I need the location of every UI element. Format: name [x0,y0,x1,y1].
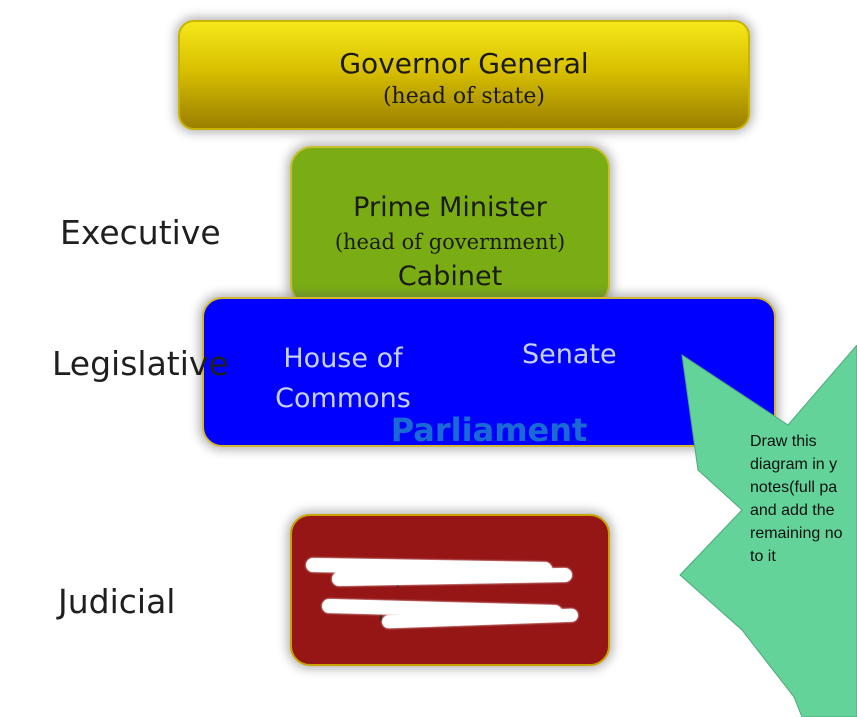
starburst-callout-shape [679,345,857,717]
prime-minister-title: Prime Minister [353,192,547,223]
callout-line: and add the [750,502,835,519]
prime-minister-box: Prime Minister (head of government) Cabi… [290,146,610,306]
prime-minister-subtitle: (head of government) [334,230,566,254]
senate-label: Senate [522,339,617,370]
callout-line: notes(full pa [750,479,838,496]
callout-note: Draw this diagram in y notes(full pa and… [750,430,857,568]
governor-general-subtitle: (head of state) [382,84,546,109]
callout-line: diagram in y [750,456,838,473]
house-of-commons-label: House of Commons [275,343,411,414]
parliament-label: Parliament [390,411,588,449]
callout-line: to it [750,548,776,565]
callout-line: Draw this [750,433,817,450]
executive-label: Executive [60,213,221,252]
parliament-box: House of Commons Senate Parliament [202,297,776,449]
callout-line: remaining no [750,525,843,542]
judicial-box: Supreme Court Lower Courts [290,514,610,666]
legislative-label: Legislative [52,344,229,383]
judicial-label: Judicial [58,582,176,621]
governor-general-box: Governor General (head of state) [178,20,750,130]
cabinet-label: Cabinet [397,261,503,292]
governor-general-title: Governor General [339,47,589,80]
